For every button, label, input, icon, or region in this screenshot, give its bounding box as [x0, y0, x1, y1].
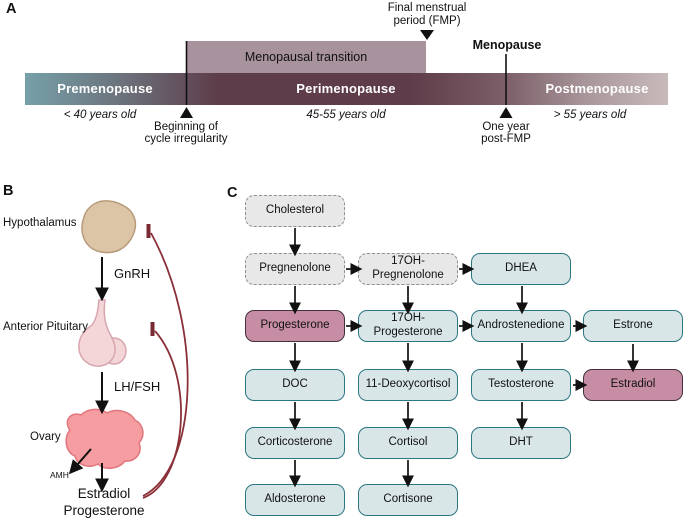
node-label: Cholesterol: [265, 204, 325, 217]
age-perimenopause: 45-55 years old: [306, 109, 386, 121]
node-label: Corticosterone: [257, 436, 333, 449]
menopausal-transition-label: Menopausal transition: [244, 50, 368, 64]
feedback-to-pituitary-curve: [142, 330, 182, 499]
node-label: Estrone: [613, 319, 653, 332]
cycle-irregularity-line1: Beginning of: [154, 121, 218, 133]
node-label: Aldosterone: [264, 493, 326, 506]
flow-node-pregnenolone: Pregnenolone: [245, 253, 345, 285]
one-year-postfmp-triangle-icon: [499, 107, 513, 118]
gnrh-label: GnRH: [114, 266, 151, 281]
age-postmenopause: > 55 years old: [553, 109, 627, 121]
node-label: Testosterone: [488, 378, 554, 391]
node-label: Pregnenolone: [259, 262, 331, 275]
node-label: Progesterone: [373, 326, 443, 338]
node-label: DHT: [509, 436, 533, 449]
one-year-postfmp-line2: post-FMP: [481, 133, 531, 145]
flow-node-dhea: DHEA: [471, 253, 571, 285]
amh-arrow: [68, 448, 92, 475]
node-label: Estradiol: [610, 378, 656, 391]
node-label: 11-Deoxycortisol: [365, 378, 451, 391]
flow-node-cortisol: Cortisol: [358, 427, 458, 459]
fmp-marker-triangle-icon: [420, 30, 434, 40]
panel-c-label: C: [227, 185, 238, 201]
flow-node-doc: DOC: [245, 369, 345, 401]
fmp-annotation-line2: period (FMP): [393, 15, 461, 27]
flow-node-11-deoxycortisol: 11-Deoxycortisol: [358, 369, 458, 401]
one-year-postfmp-line1: One year: [482, 121, 530, 133]
flow-node-progesterone: Progesterone: [245, 310, 345, 342]
flow-node-aldosterone: Aldosterone: [245, 484, 345, 516]
flow-node-17oh-pregnenolone: 17OH-Pregnenolone: [358, 253, 458, 285]
menopause-timeline-bar: [25, 73, 668, 105]
menopausal-transition-box: Menopausal transition: [186, 41, 426, 73]
node-label: DHEA: [505, 262, 537, 275]
fmp-annotation-line1: Final menstrual: [387, 2, 467, 14]
flow-node-cortisone: Cortisone: [358, 484, 458, 516]
flow-node-testosterone: Testosterone: [471, 369, 571, 401]
pituitary-back-lobe-shape: [101, 337, 127, 365]
node-label: Pregnenolone: [372, 269, 444, 281]
node-label: DOC: [282, 378, 308, 391]
progesterone-output-label: Progesterone: [63, 503, 145, 518]
estradiol-output-label: Estradiol: [77, 486, 131, 501]
node-label: 17OH-: [391, 255, 425, 268]
panel-a-label: A: [6, 1, 17, 17]
node-label: Cortisol: [388, 436, 428, 449]
stage-postmenopause: Postmenopause: [545, 81, 649, 96]
stage-premenopause: Premenopause: [57, 81, 153, 96]
panel-b-label: B: [3, 183, 14, 199]
cycle-irregularity-triangle-icon: [180, 107, 193, 118]
flow-node-corticosterone: Corticosterone: [245, 427, 345, 459]
flow-node-estrone: Estrone: [583, 310, 683, 342]
menopause-label: Menopause: [472, 38, 542, 52]
hypothalamus-shape: [81, 200, 137, 254]
ovary-shape: [65, 408, 144, 469]
node-label: Progesterone: [260, 319, 330, 332]
amh-label: AMH: [50, 470, 69, 480]
flow-node-dht: DHT: [471, 427, 571, 459]
age-premenopause: < 40 years old: [63, 109, 137, 121]
stage-perimenopause: Perimenopause: [296, 81, 396, 96]
anterior-pituitary-label: Anterior Pituitary: [3, 321, 89, 333]
pituitary-shape: [78, 299, 116, 367]
flow-node-cholesterol: Cholesterol: [245, 195, 345, 227]
node-label: Androstenedione: [477, 319, 565, 332]
lh-fsh-label: LH/FSH: [114, 379, 161, 394]
ovary-label: Ovary: [30, 431, 61, 443]
cycle-irregularity-line2: cycle irregularity: [144, 133, 228, 145]
flow-node-17oh-progesterone: 17OH-Progesterone: [358, 310, 458, 342]
hypothalamus-label: Hypothalamus: [3, 217, 77, 229]
flow-node-estradiol: Estradiol: [583, 369, 683, 401]
node-label: 17OH-: [391, 312, 425, 325]
flow-node-androstenedione: Androstenedione: [471, 310, 571, 342]
node-label: Cortisone: [383, 493, 433, 506]
